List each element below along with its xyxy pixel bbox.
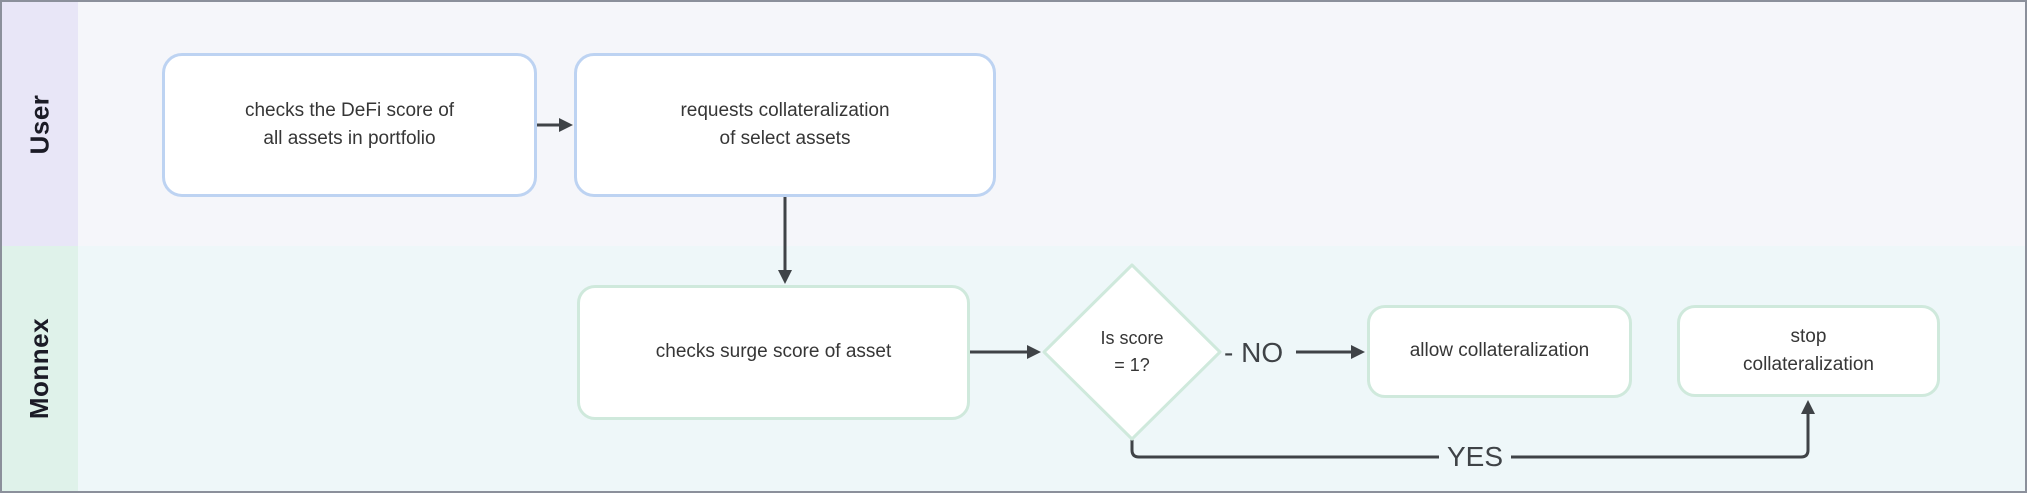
node-stop-collateralization: stop collateralization — [1677, 305, 1940, 397]
node-check-surge-score: checks surge score of asset — [577, 285, 970, 420]
swimlane-monnex-label: Monnex — [24, 317, 55, 420]
node-request-collateralization: requests collateralization of select ass… — [574, 53, 996, 197]
node-allow-collateralization: allow collateralization — [1367, 305, 1632, 398]
node-check-defi-score: checks the DeFi score of all assets in p… — [162, 53, 537, 197]
branch-label-yes: YES — [1446, 441, 1504, 472]
swimlane-user-header: User — [2, 2, 78, 246]
node-is-score-1: Is score = 1? — [1100, 328, 1164, 375]
swimlane-monnex-header: Monnex — [2, 246, 78, 491]
swimlane-user-label: User — [24, 94, 55, 154]
branch-label-no: - NO — [1224, 337, 1284, 368]
